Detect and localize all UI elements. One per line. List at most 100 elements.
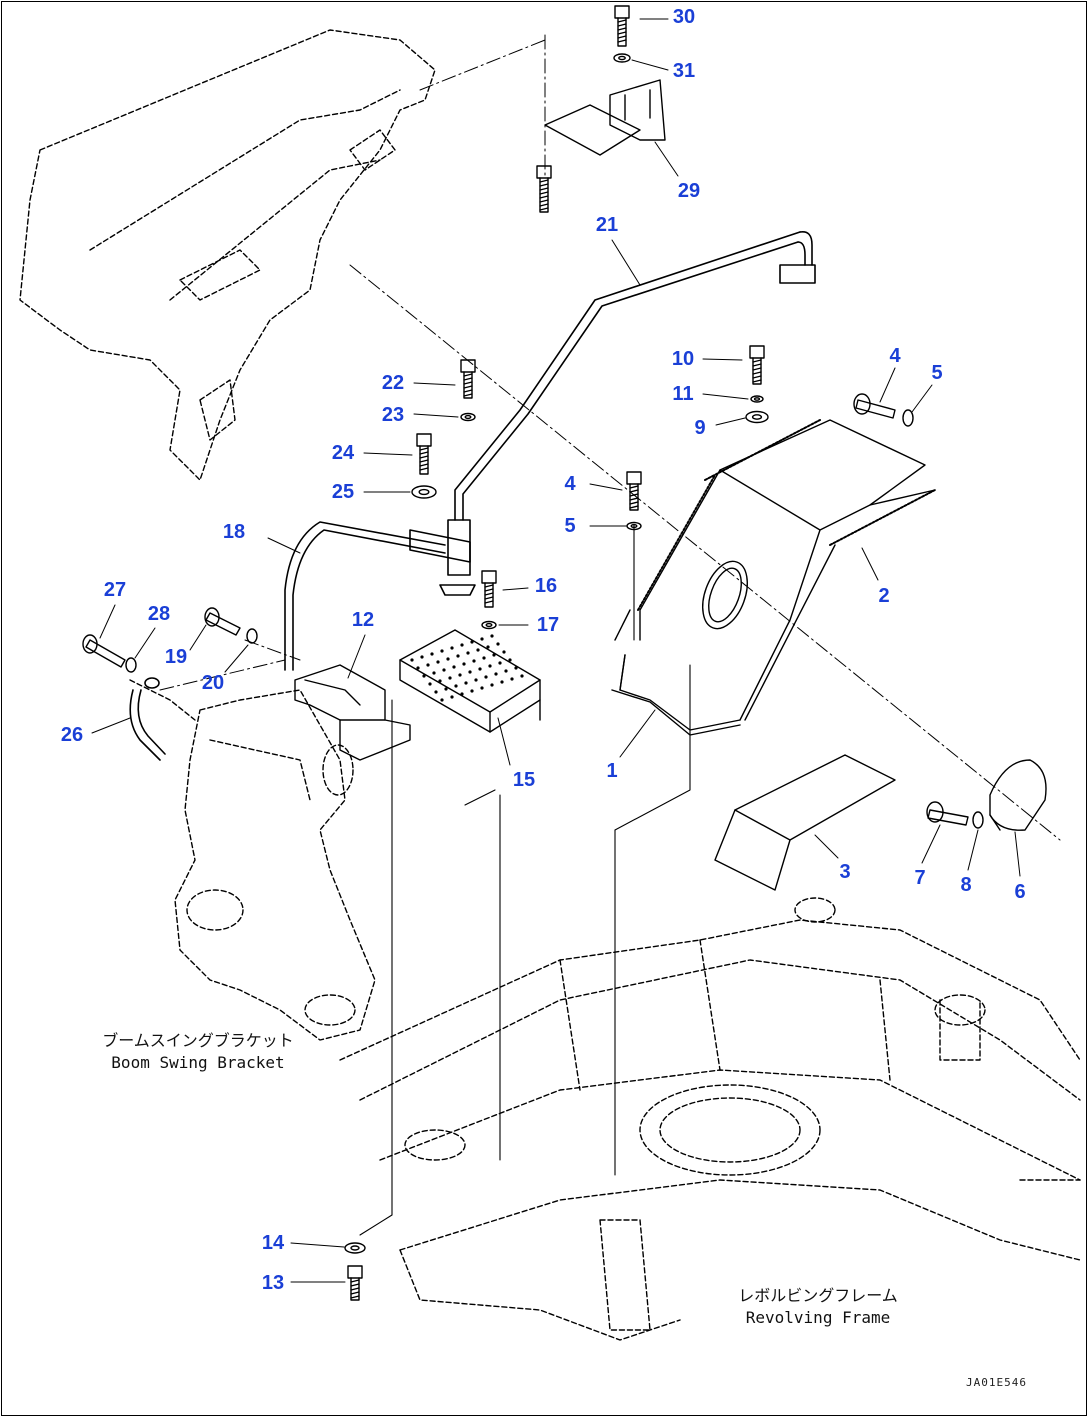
callout-4[interactable]: 4 [889, 345, 901, 367]
callout-12[interactable]: 12 [351, 609, 375, 631]
callout-5[interactable]: 5 [564, 515, 576, 537]
callout-24[interactable]: 24 [331, 442, 355, 464]
perforation-hole [442, 668, 446, 672]
perforation-hole [474, 678, 478, 682]
perforation-hole [520, 674, 524, 678]
hardware [82, 5, 1021, 1301]
callout-28[interactable]: 28 [147, 603, 171, 625]
washer-17 [481, 620, 497, 630]
washer-20 [246, 628, 258, 644]
bracket-29 [544, 79, 666, 156]
callout-leader [921, 824, 941, 864]
callout-23[interactable]: 23 [381, 404, 405, 426]
handrail-18 [284, 521, 471, 671]
callout-14[interactable]: 14 [261, 1232, 285, 1254]
callout-17[interactable]: 17 [536, 614, 560, 636]
perforation-hole [508, 658, 512, 662]
bolt-4b-thread [629, 501, 639, 505]
callout-20[interactable]: 20 [201, 672, 225, 694]
callout-1[interactable]: 1 [606, 760, 618, 782]
washer-14-hole [350, 1245, 360, 1251]
callout-30[interactable]: 30 [672, 6, 696, 28]
callout-22[interactable]: 22 [381, 372, 405, 394]
callout-25[interactable]: 25 [331, 481, 355, 503]
callout-2[interactable]: 2 [878, 585, 890, 607]
perforation-hole [468, 670, 472, 674]
callout-9[interactable]: 9 [694, 417, 706, 439]
bolt-29-lower-thread [539, 191, 549, 195]
callout-8[interactable]: 8 [960, 874, 972, 896]
callout-26[interactable]: 26 [60, 724, 84, 746]
bolt-10-thread [752, 375, 762, 379]
perforation-hole [436, 660, 440, 664]
washer-23-hole [464, 414, 472, 420]
callout-15[interactable]: 15 [512, 769, 536, 791]
perforation-hole [440, 649, 444, 653]
bolt-30-thread [617, 27, 627, 31]
bolt-24-thread [419, 463, 429, 467]
callout-11[interactable]: 11 [672, 383, 694, 405]
callout-leader [413, 382, 456, 386]
callout-18[interactable]: 18 [222, 521, 246, 543]
bolt-24-thread [419, 459, 429, 463]
leader-lines [159, 34, 1061, 841]
bolt-30-thread [617, 19, 627, 23]
bolt-7 [927, 809, 969, 826]
callout-19[interactable]: 19 [164, 646, 188, 668]
boom-outline [19, 29, 436, 481]
perforation-hole [430, 652, 434, 656]
perforation-hole [458, 673, 462, 677]
callout-13[interactable]: 13 [261, 1272, 285, 1294]
bolt-4b-thread [629, 505, 639, 509]
cover-1 [611, 560, 748, 736]
bolt-10-thread [752, 371, 762, 375]
perforation-hole [490, 683, 494, 687]
revolving-frame-label-en: Revolving Frame [745, 1308, 891, 1327]
callout-21[interactable]: 21 [595, 214, 619, 236]
callout-leader [91, 717, 131, 734]
bolt-30-thread [617, 35, 627, 39]
perforation-hole [438, 679, 442, 683]
washer-8 [972, 811, 984, 829]
washer-25-hole [418, 488, 430, 496]
assembly-leaders [359, 524, 691, 1236]
bolt-24-head [416, 433, 432, 447]
bolt-4a-head [853, 393, 871, 415]
callout-leader [702, 393, 749, 400]
callout-6[interactable]: 6 [1014, 881, 1026, 903]
callout-3[interactable]: 3 [839, 861, 851, 883]
bolt-29-lower-thread [539, 207, 549, 211]
callout-7[interactable]: 7 [914, 867, 926, 889]
bolt-13-thread [350, 1279, 360, 1283]
bolt-4a [855, 399, 896, 419]
bolt-10-head [749, 345, 765, 359]
callout-4[interactable]: 4 [564, 473, 576, 495]
callout-leader [413, 413, 459, 418]
perforation-hole [492, 653, 496, 657]
callout-27[interactable]: 27 [103, 579, 127, 601]
callout-leader [134, 627, 156, 659]
washer-9-hole [751, 414, 763, 420]
perforation-hole [510, 677, 514, 681]
callout-5[interactable]: 5 [931, 362, 943, 384]
callout-leader [1014, 831, 1021, 877]
callout-16[interactable]: 16 [534, 575, 558, 597]
washer-31-hole [618, 55, 626, 61]
callout-leader [619, 709, 656, 758]
callout-leader [715, 417, 746, 426]
bolt-24-thread [419, 447, 429, 451]
perforation-hole [448, 676, 452, 680]
bolt-10-shank [752, 357, 762, 385]
callout-29[interactable]: 29 [677, 180, 701, 202]
perforation-hole [464, 681, 468, 685]
bolt-30-thread [617, 31, 627, 35]
callout-leader [589, 483, 623, 491]
perforation-hole [514, 666, 518, 670]
callout-leader [861, 547, 879, 581]
callout-leader [224, 644, 249, 673]
perforation-hole [422, 674, 426, 678]
callout-31[interactable]: 31 [672, 60, 696, 82]
cover-2 [614, 419, 936, 721]
callout-10[interactable]: 10 [671, 348, 695, 370]
